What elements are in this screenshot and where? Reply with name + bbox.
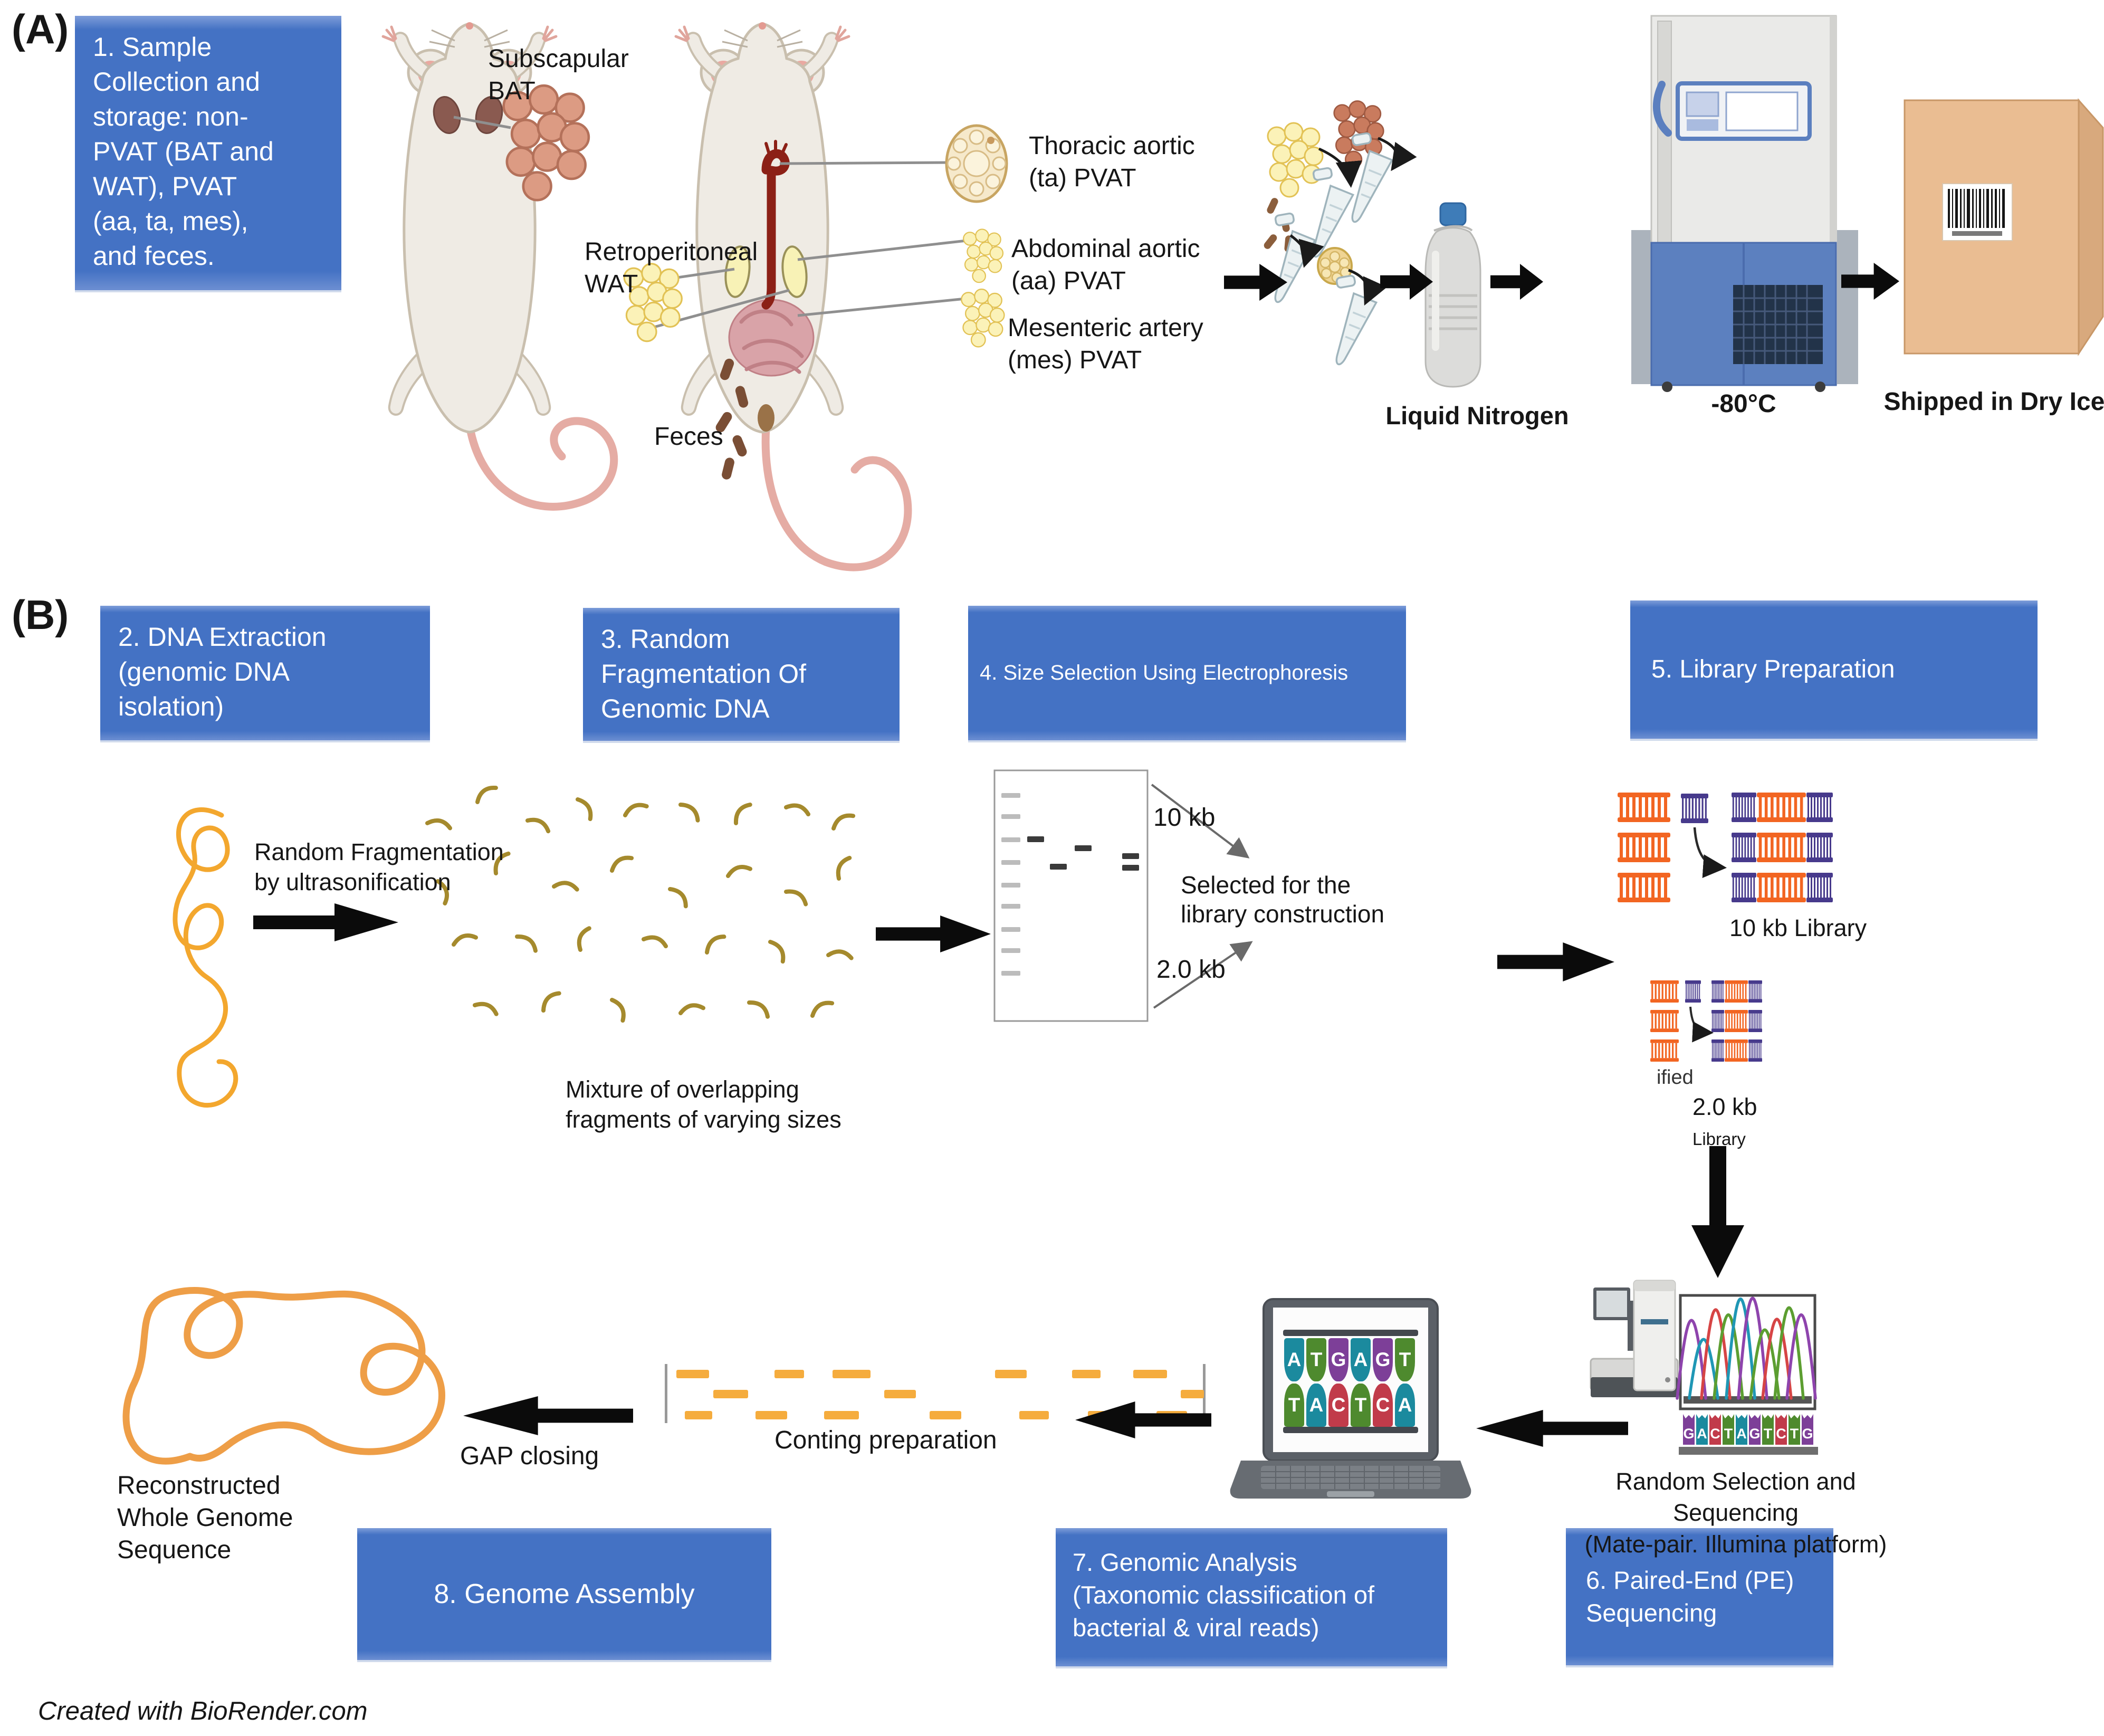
feces-label: Feces — [654, 423, 723, 451]
ultra-freezer — [1631, 15, 1858, 392]
aa-pvat-cluster — [963, 228, 1004, 283]
mouse2-illustration — [676, 22, 912, 571]
shipping-box — [1904, 98, 2104, 357]
laptop-base-block: A — [1395, 1384, 1415, 1427]
chromatogram — [1676, 1294, 1817, 1410]
library-10kb-graphic — [1618, 793, 1833, 902]
library-2kb-size: 2.0 kb — [1692, 1093, 1757, 1121]
laptop-base-block: T — [1284, 1384, 1304, 1427]
adapter-arrow-10kb — [1693, 827, 1727, 879]
bat-depot-left — [433, 96, 461, 134]
biorender-credit: Created with BioRender.com — [38, 1697, 368, 1725]
laptop-base-block: T — [1306, 1338, 1326, 1381]
selected-label: Selected for the library construction — [1181, 871, 1385, 928]
aorta — [761, 149, 790, 310]
mouse2-tail — [761, 423, 912, 571]
mes-pvat-cluster — [961, 288, 1005, 348]
purified-label: ified — [1657, 1066, 1694, 1089]
step-box-3: 3. Random Fragmentation Of Genomic DNA — [583, 608, 900, 741]
shipped-label: Shipped in Dry Ice — [1883, 388, 2104, 416]
retroperitoneal-wat-label: Retroperitoneal WAT — [585, 238, 758, 298]
step-box-5: 5. Library Preparation — [1630, 600, 2038, 739]
base-block: C — [1775, 1414, 1787, 1445]
reconstructed-label: Reconstructed Whole Genome Sequence — [117, 1472, 293, 1564]
base-call-bar — [1679, 1447, 1818, 1455]
library-2kb-graphic — [1650, 980, 1762, 1062]
base-call-row: G A C T A G T C T G — [1683, 1414, 1813, 1445]
base-block: G — [1749, 1414, 1761, 1445]
laptop-bases-top-row: A T G A G T — [1284, 1338, 1415, 1381]
base-block: T — [1723, 1414, 1734, 1445]
base-block: G — [1683, 1414, 1695, 1445]
random-fragmentation-label: Random Fragmentation by ultrasonificatio… — [254, 838, 504, 896]
barcode — [1942, 183, 2013, 241]
random-selection-label: Random Selection and Sequencing (Mate-pa… — [1584, 1468, 1887, 1558]
base-block: A — [1696, 1414, 1708, 1445]
laptop-base-block: G — [1373, 1338, 1393, 1381]
ta-pvat-icon — [945, 124, 1008, 203]
step-box-4: 4. Size Selection Using Electrophoresis — [968, 606, 1406, 740]
step-box-6: 6. Paired-End (PE) Sequencing — [1566, 1528, 1833, 1665]
base-block: T — [1762, 1414, 1774, 1445]
conting-label: Conting preparation — [774, 1426, 997, 1454]
sequencer-machine — [1590, 1280, 1679, 1397]
abdominal-pvat-label: Abdominal aortic (aa) PVAT — [1011, 235, 1200, 295]
mouse1-tail — [465, 417, 618, 511]
size-select-arrows — [1151, 784, 1253, 1009]
tail-base — [758, 404, 774, 432]
laptop-base-block: T — [1395, 1338, 1415, 1381]
step-box-7: 7. Genomic Analysis (Taxonomic classific… — [1056, 1528, 1447, 1666]
laptop-base-block: C — [1328, 1384, 1349, 1427]
laptop-base-block: T — [1351, 1384, 1371, 1427]
liquid-nitrogen-label: Liquid Nitrogen — [1385, 402, 1569, 430]
size-10kb-label: 10 kb — [1153, 804, 1216, 832]
laptop-base-block: G — [1328, 1338, 1349, 1381]
panel-a-label: (A) — [12, 6, 69, 52]
base-block: G — [1802, 1414, 1813, 1445]
reconstructed-genome-strand — [122, 1287, 445, 1465]
dna-fragments — [425, 786, 856, 1023]
laptop-bases-bottom-row: T A C T C A — [1284, 1384, 1415, 1427]
electrophoresis-gel — [993, 769, 1149, 1022]
step-box-1: 1. Sample Collection and storage: non- P… — [75, 16, 341, 290]
laptop-base-block: A — [1351, 1338, 1371, 1381]
adapter-arrow-2kb — [1689, 1006, 1714, 1043]
library-2kb-word: Library — [1692, 1129, 1746, 1149]
laptop-dna-rail-top — [1283, 1330, 1418, 1336]
base-block: A — [1736, 1414, 1747, 1445]
subscapular-bat-label: Subscapular BAT — [488, 45, 629, 105]
step-box-2: 2. DNA Extraction (genomic DNA isolation… — [100, 606, 430, 740]
step-box-8: 8. Genome Assembly — [357, 1528, 771, 1660]
laptop-base-block: A — [1306, 1384, 1326, 1427]
mesenteric-pvat-label: Mesenteric artery (mes) PVAT — [1008, 314, 1203, 374]
size-2kb-label: 2.0 kb — [1156, 956, 1226, 984]
mixture-label: Mixture of overlapping fragments of vary… — [566, 1076, 841, 1133]
sample-wat-cluster — [1267, 122, 1324, 198]
panel-b-label: (B) — [12, 592, 69, 638]
genomic-dna-strand — [173, 807, 238, 1108]
laptop-dna-rail-bottom — [1283, 1427, 1418, 1433]
freezer-handle — [1652, 81, 1672, 137]
thoracic-pvat-label: Thoracic aortic (ta) PVAT — [1029, 132, 1195, 192]
laptop-base-block: A — [1284, 1338, 1304, 1381]
library-2kb-label: 2.0 kb Library — [1692, 1062, 1757, 1152]
base-block: C — [1709, 1414, 1721, 1445]
library-10kb-label: 10 kb Library — [1729, 914, 1867, 941]
liquid-nitrogen-bottle — [1424, 202, 1481, 388]
transfer-arrows — [1289, 137, 1417, 306]
base-block: T — [1789, 1414, 1800, 1445]
laptop-base-block: C — [1373, 1384, 1393, 1427]
gap-closing-label: GAP closing — [460, 1442, 599, 1470]
freezer-temp-label: -80°C — [1711, 390, 1776, 418]
